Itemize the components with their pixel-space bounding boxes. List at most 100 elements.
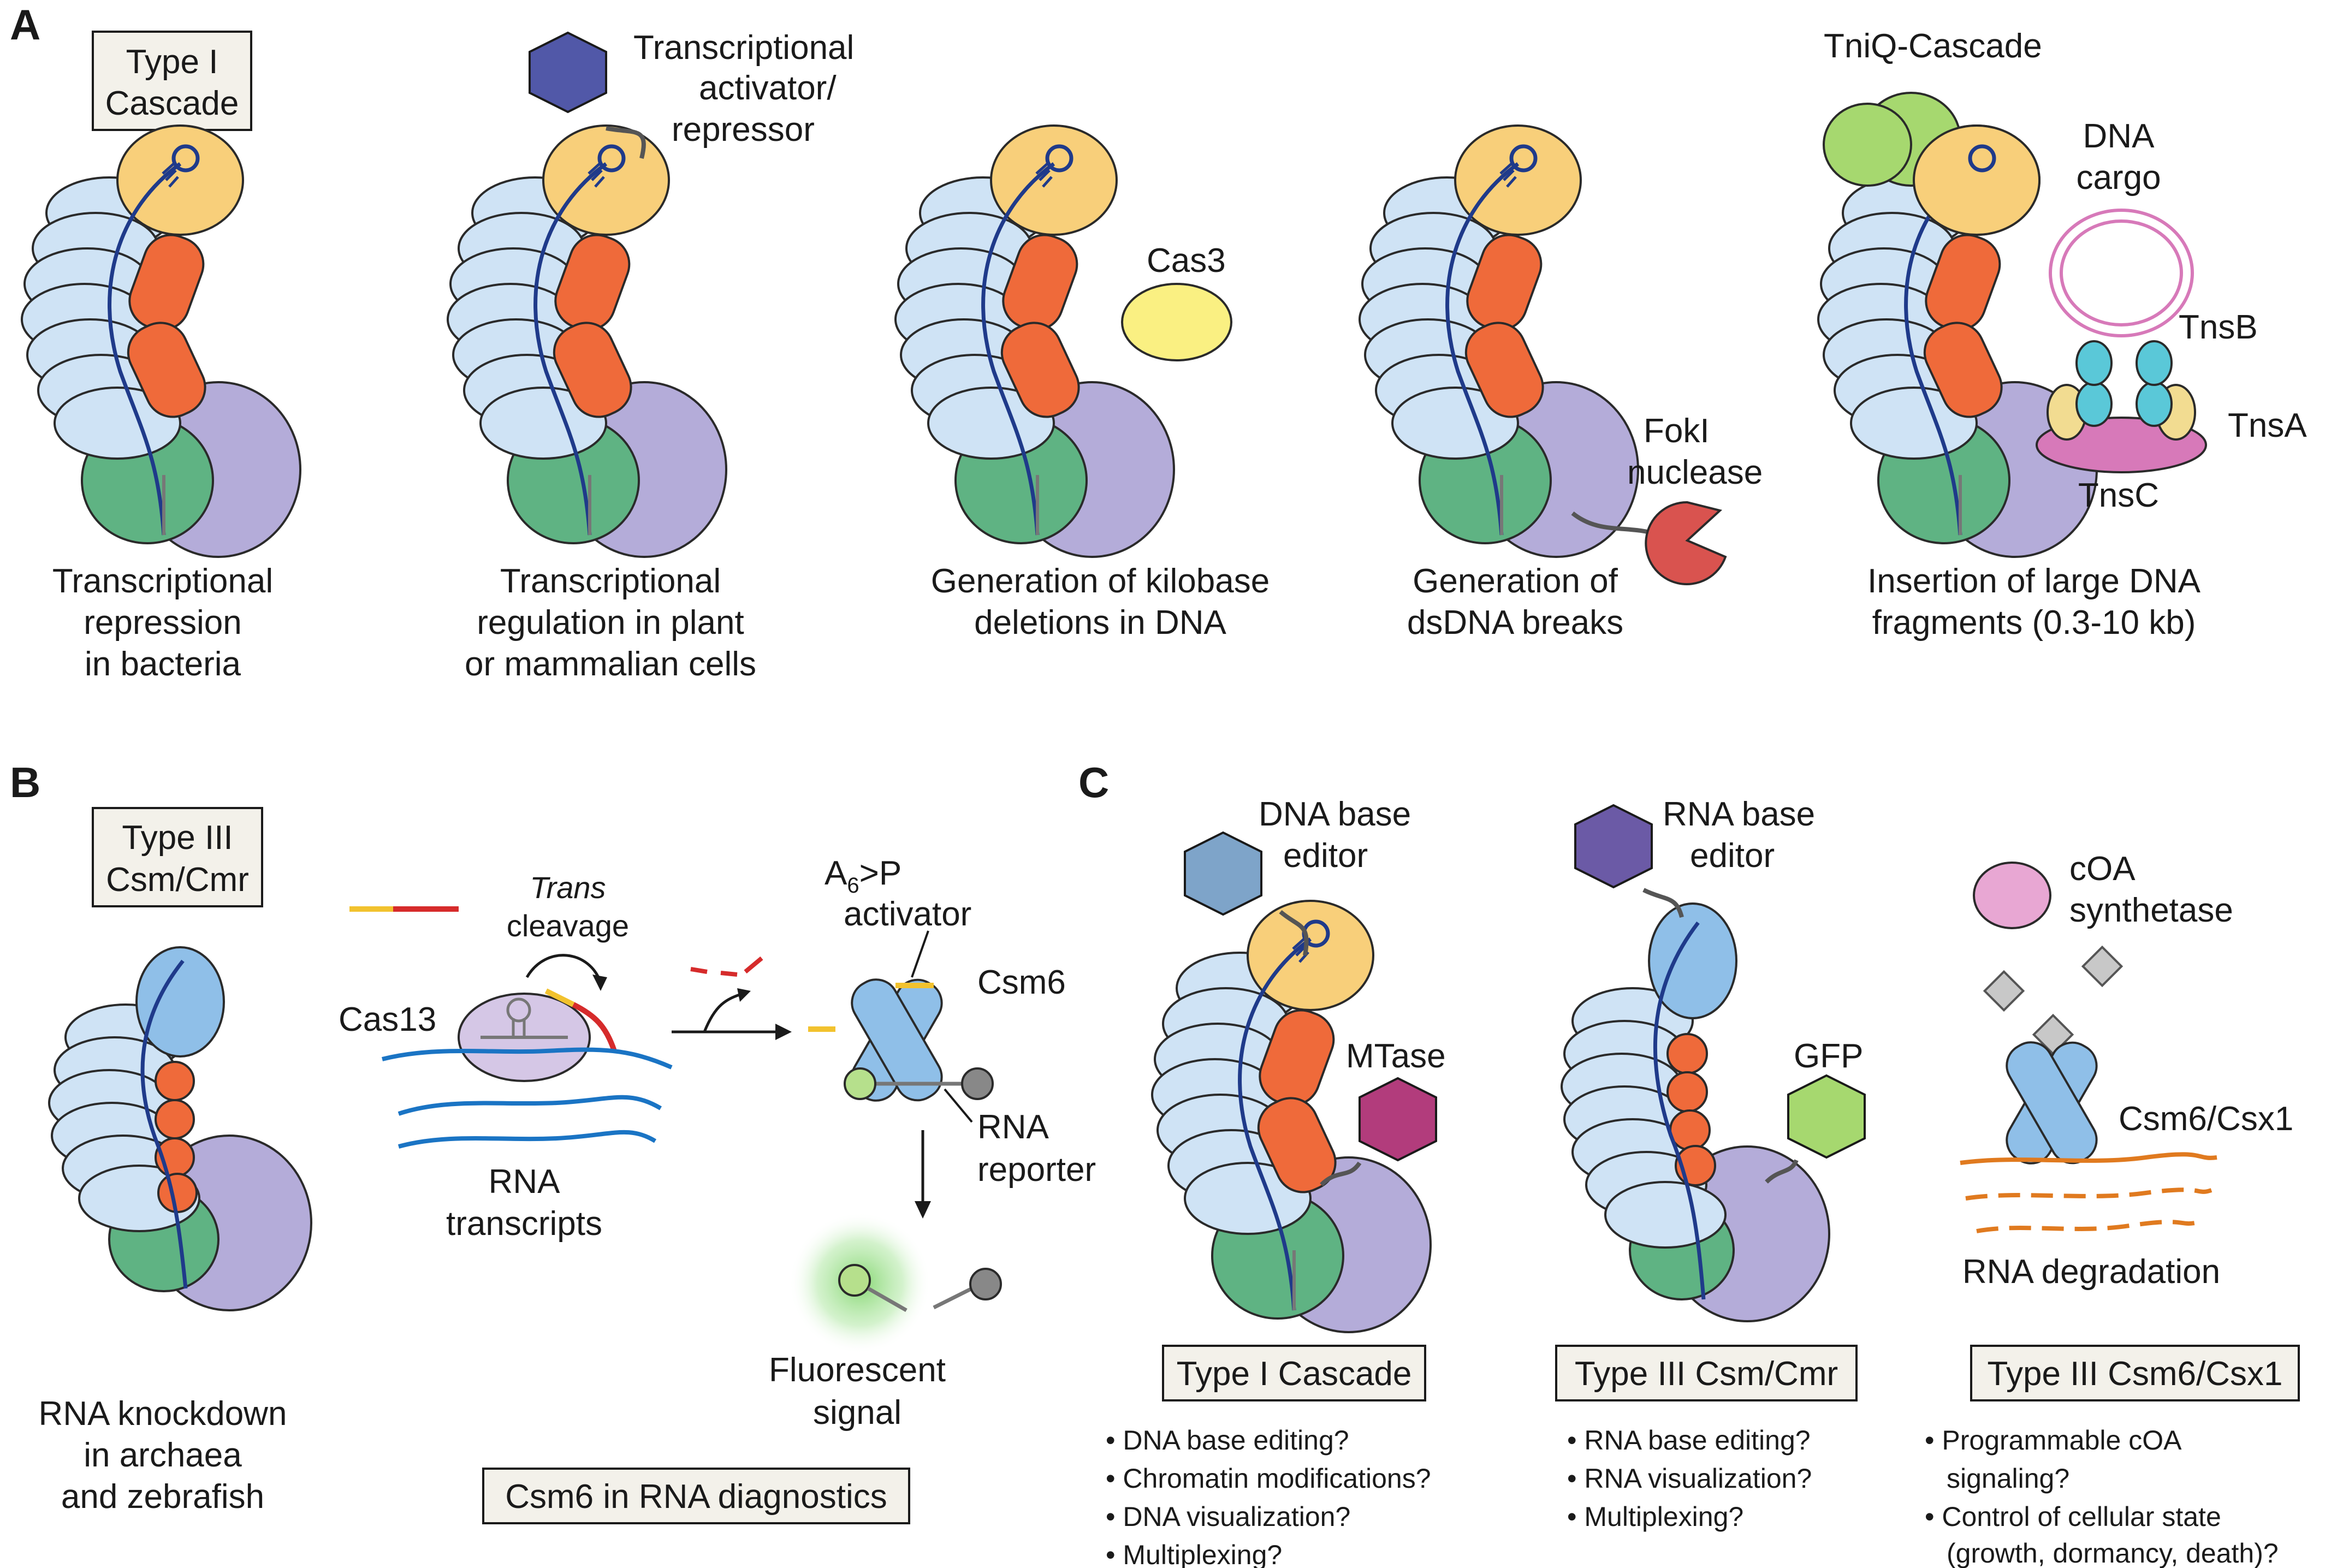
- rna-transcripts: [382, 1047, 673, 1149]
- cas13-label: Cas13: [339, 1001, 436, 1038]
- tnsb-label: TnsB: [2179, 308, 2258, 346]
- caption-b-1: RNA knockdown: [39, 1395, 287, 1433]
- bullet-c2-2: • RNA visualization?: [1567, 1463, 1812, 1494]
- caption-a3-2: deletions in DNA: [974, 604, 1226, 642]
- rna-base-editor-hexagon: [1574, 804, 1684, 918]
- activator-word: activator: [844, 895, 971, 933]
- tnsa-label: TnsA: [2228, 407, 2307, 444]
- bullet-c2-1: • RNA base editing?: [1567, 1425, 1811, 1456]
- mtase-hexagon: [1320, 1077, 1437, 1186]
- panel-a-letter: A: [10, 1, 40, 49]
- type-iii-label-2: Csm/Cmr: [106, 861, 249, 899]
- gfp-label: GFP: [1794, 1037, 1863, 1075]
- bullet-c3-4: (growth, dormancy, death)?: [1947, 1538, 2279, 1568]
- trans-label: Trans: [530, 870, 606, 905]
- gfp-hexagon: [1765, 1074, 1866, 1184]
- diagnostics-box: Csm6 in RNA diagnostics: [482, 1468, 910, 1524]
- csm6-label: Csm6: [977, 964, 1066, 1001]
- type-iii-label-1: Type III: [122, 819, 233, 857]
- transposase-complex: [2036, 340, 2207, 473]
- fluorescent-label-1: Fluorescent: [769, 1351, 946, 1389]
- rna-transcripts-label-2: transcripts: [446, 1205, 602, 1243]
- panel-c-letter: C: [1078, 758, 1109, 806]
- bullet-c3-2: signaling?: [1947, 1463, 2069, 1494]
- cascade-complex-2: [448, 126, 726, 557]
- bullet-c1-1: • DNA base editing?: [1106, 1425, 1349, 1456]
- panel-b-letter: B: [10, 758, 40, 806]
- caption-a1-3: in bacteria: [85, 645, 241, 683]
- bullet-c2-3: • Multiplexing?: [1567, 1501, 1743, 1532]
- caption-b-2: in archaea: [84, 1436, 242, 1474]
- caption-a5-1: Insertion of large DNA: [1867, 562, 2201, 600]
- csm6-protein-b: [844, 978, 994, 1102]
- tnsc-label: TnsC: [2078, 477, 2159, 514]
- csm6-csx1-label: Csm6/Csx1: [2119, 1100, 2293, 1138]
- rna-base-editor-label-1: RNA base: [1663, 795, 1815, 833]
- fluorescent-label-2: signal: [813, 1394, 901, 1432]
- caption-a1-1: Transcriptional: [52, 562, 273, 600]
- down-arrow: [915, 1130, 931, 1219]
- coa-label-2: synthetase: [2069, 892, 2233, 929]
- rna-reporter-label-2: reporter: [977, 1151, 1096, 1189]
- activator-hexagon: [529, 31, 646, 159]
- dna-base-editor-label-1: DNA base: [1259, 795, 1411, 833]
- rna-reporter-label-1: RNA: [977, 1108, 1049, 1146]
- box-c3-label: Type III Csm6/Csx1: [1988, 1355, 2283, 1393]
- bullet-c1-3: • DNA visualization?: [1106, 1501, 1350, 1532]
- type-i-cascade-box: Type I Cascade: [92, 31, 252, 131]
- cascade-complex-5: [1818, 92, 2097, 557]
- coa-label-1: cOA: [2069, 850, 2136, 888]
- caption-a1-2: repression: [84, 604, 241, 642]
- csm-cmr-complex-b: [48, 946, 312, 1311]
- activator-label-1: Transcriptional: [633, 29, 854, 67]
- reaction-arrow: [672, 988, 792, 1040]
- rna-base-editor-label-2: editor: [1690, 837, 1775, 875]
- cas3-label: Cas3: [1147, 242, 1226, 280]
- type-iii-csm6-csx1-box-c: Type III Csm6/Csx1: [1970, 1345, 2300, 1401]
- diagnostics-label: Csm6 in RNA diagnostics: [505, 1478, 887, 1516]
- cas13-protein: [458, 988, 617, 1082]
- csm-cmr-complex-c2: [1561, 902, 1830, 1322]
- cas3-protein: [1121, 283, 1232, 361]
- foki-label-1: FokI: [1644, 412, 1710, 450]
- bullet-c3-3: • Control of cellular state: [1925, 1501, 2221, 1532]
- rna-degradation-label: RNA degradation: [1962, 1253, 2220, 1291]
- dna-base-editor-hexagon: [1184, 831, 1309, 956]
- foki-nuclease: [1571, 501, 1727, 585]
- caption-a2-1: Transcriptional: [500, 562, 721, 600]
- type-iii-csm-cmr-box-c: Type III Csm/Cmr: [1555, 1345, 1858, 1401]
- type-i-label-2: Cascade: [105, 85, 239, 122]
- caption-a4-2: dsDNA breaks: [1407, 604, 1623, 642]
- fluorescent-signal: [789, 1212, 1002, 1354]
- mtase-label: MTase: [1346, 1037, 1446, 1075]
- dna-cargo-ring: [2049, 209, 2194, 337]
- type-iii-box: Type III Csm/Cmr: [92, 807, 263, 907]
- cleavage-label: cleavage: [507, 908, 629, 943]
- a6p-main: A6>P: [825, 854, 901, 898]
- caption-a2-3: or mammalian cells: [465, 645, 756, 683]
- coa-molecules: [1983, 945, 2124, 1056]
- tniq-title: TniQ-Cascade: [1824, 27, 2042, 65]
- caption-a3-1: Generation of kilobase: [931, 562, 1270, 600]
- rna-transcripts-label-1: RNA: [489, 1163, 561, 1201]
- coa-synthetase: [1973, 862, 2051, 929]
- type-i-label-1: Type I: [126, 43, 218, 81]
- bullet-c1-4: • Multiplexing?: [1106, 1540, 1282, 1568]
- bullet-c1-2: • Chromatin modifications?: [1106, 1463, 1431, 1494]
- caption-a4-1: Generation of: [1413, 562, 1618, 600]
- csm6-csx1-protein: [2006, 1041, 2098, 1165]
- type-i-cascade-box-c: Type I Cascade: [1162, 1345, 1426, 1401]
- activator-label-2: activator/: [699, 69, 837, 107]
- dna-cargo-label-1: DNA: [2083, 117, 2155, 155]
- cascade-complex-1: [22, 126, 300, 557]
- box-c2-label: Type III Csm/Cmr: [1575, 1355, 1838, 1393]
- bullet-c3-1: • Programmable cOA: [1925, 1425, 2182, 1456]
- foki-label-2: nuclease: [1627, 454, 1763, 491]
- box-c1-label: Type I Cascade: [1177, 1355, 1412, 1393]
- degraded-rna: [1960, 1152, 2217, 1233]
- caption-a2-2: regulation in plant: [477, 604, 744, 642]
- dna-cargo-label-2: cargo: [2076, 159, 2161, 197]
- dna-base-editor-label-2: editor: [1283, 837, 1368, 875]
